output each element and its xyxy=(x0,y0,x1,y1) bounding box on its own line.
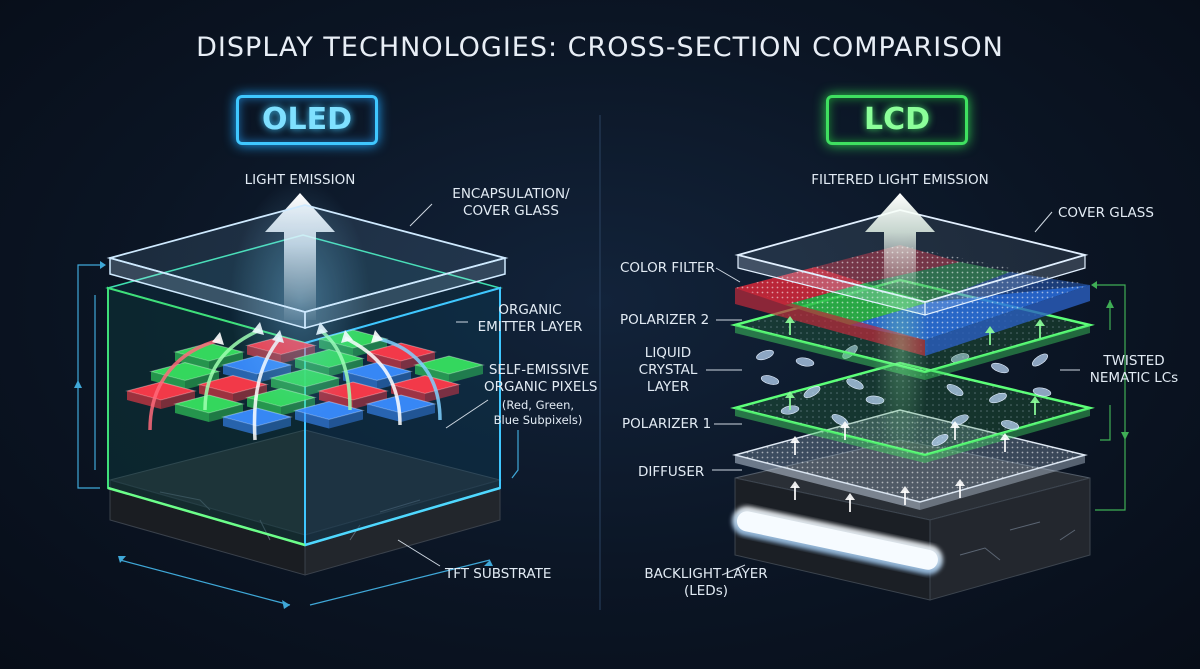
subpixel-side xyxy=(175,404,209,422)
up-arrow-head xyxy=(790,481,800,488)
subpixel-side xyxy=(161,391,195,409)
subpixel-red xyxy=(389,374,461,403)
subpixel-side xyxy=(377,371,411,390)
subpixel-green xyxy=(413,355,485,383)
lcd-badge: LCD xyxy=(826,95,968,145)
lcd-leader-lines xyxy=(706,211,1080,576)
label-line: ORGANIC PIXELS xyxy=(484,379,598,395)
oled-organic-emitter-label: ORGANIC EMITTER LAYER xyxy=(470,302,590,336)
lcd-light-arrow xyxy=(865,193,935,290)
subpixel-side xyxy=(425,384,459,403)
subpixel-side xyxy=(151,371,185,390)
subpixel-side xyxy=(353,391,387,409)
oled-light-emission-label: LIGHT EMISSION xyxy=(244,172,356,188)
up-arrow-head xyxy=(840,421,850,428)
emission-curve xyxy=(148,338,221,431)
up-arrow-head xyxy=(900,486,910,493)
label-line: NEMATIC LCs xyxy=(1089,370,1179,386)
lcd-filtered-emission-label: FILTERED LIGHT EMISSION xyxy=(811,172,989,188)
up-arrow-head xyxy=(845,493,855,500)
label-line: TWISTED xyxy=(1103,353,1165,369)
oled-cover-glass xyxy=(106,204,509,329)
lcd-color-filter-label: COLOR FILTER xyxy=(620,260,715,276)
subpixel-blue xyxy=(221,407,293,435)
lcd-light-arrows xyxy=(785,316,1045,512)
liquid-crystal xyxy=(946,384,964,396)
subpixel-side xyxy=(257,417,291,435)
oled-light-arrow xyxy=(265,193,335,320)
label-line: (LEDs) xyxy=(683,583,728,599)
label-line: (Red, Green, xyxy=(501,398,575,412)
subpixel-green xyxy=(173,394,245,422)
up-arrow-head xyxy=(785,391,795,398)
lcd-dimension-lines xyxy=(1095,284,1126,511)
liquid-crystal xyxy=(1032,387,1052,397)
liquid-crystal xyxy=(756,349,774,361)
subpixel-side xyxy=(367,404,401,422)
label-line: Blue Subpixels) xyxy=(493,413,583,427)
label-line: EMITTER LAYER xyxy=(477,319,583,335)
up-arrow-head xyxy=(985,326,995,333)
label-line: SELF-EMISSIVE xyxy=(488,362,590,378)
oled-encapsulation-label: ENCAPSULATION/ COVER GLASS xyxy=(436,186,586,220)
oled-diagram xyxy=(74,180,519,609)
label-line: LIQUID xyxy=(644,345,692,361)
up-arrow-head xyxy=(1030,396,1040,403)
liquid-crystal xyxy=(846,378,864,390)
oled-badge: OLED xyxy=(236,95,378,145)
lcd-backlight-label: BACKLIGHT LAYER (LEDs) xyxy=(640,566,772,600)
liquid-crystal xyxy=(760,375,780,385)
up-arrow-head xyxy=(950,421,960,428)
lcd-dimension-arrowheads xyxy=(1091,281,1129,440)
emission-curve xyxy=(374,336,442,421)
label-line: ORGANIC xyxy=(498,302,562,318)
liquid-crystal xyxy=(1000,420,1020,430)
liquid-crystal xyxy=(795,357,815,367)
lcd-polarizer-2-label: POLARIZER 2 xyxy=(620,312,710,328)
curve-arrowhead xyxy=(371,330,383,343)
label-line: LAYER xyxy=(646,379,690,395)
page-title: DISPLAY TECHNOLOGIES: CROSS-SECTION COMP… xyxy=(196,32,1004,63)
lcd-cover-glass-label: COVER GLASS xyxy=(1058,205,1154,221)
oled-dimension-lines xyxy=(77,264,519,606)
oled-self-emissive-label: SELF-EMISSIVE ORGANIC PIXELS xyxy=(484,362,598,396)
up-arrow-head xyxy=(785,316,795,323)
liquid-crystal xyxy=(991,362,1009,374)
oled-subpixels-note: (Red, Green, Blue Subpixels) xyxy=(486,398,590,428)
lcd-diagram xyxy=(706,193,1129,601)
up-arrow-head xyxy=(1000,433,1010,440)
subpixel-side xyxy=(329,410,363,429)
subpixel-blue xyxy=(341,361,413,390)
liquid-crystal xyxy=(803,386,821,398)
label-line: BACKLIGHT LAYER xyxy=(644,566,768,582)
up-arrow-head xyxy=(955,479,965,486)
subpixel-side xyxy=(209,404,243,422)
liquid-crystal xyxy=(931,434,949,446)
subpixel-blue xyxy=(365,394,437,422)
subpixel-side xyxy=(223,417,257,435)
label-line: CRYSTAL xyxy=(638,362,698,378)
subpixel-side xyxy=(415,365,449,383)
label-line: COVER GLASS xyxy=(463,203,559,219)
oled-dimension-arrowheads xyxy=(74,261,493,609)
lcd-polarizer-1-label: POLARIZER 1 xyxy=(622,416,712,432)
lcd-diffuser-label: DIFFUSER xyxy=(638,464,705,480)
subpixel-side xyxy=(401,404,435,422)
subpixel-side xyxy=(449,365,483,383)
curve-arrowhead xyxy=(212,332,224,345)
lcd-liquid-crystal-label: LIQUID CRYSTAL LAYER xyxy=(628,345,708,396)
liquid-crystal xyxy=(1031,353,1049,367)
liquid-crystal xyxy=(989,392,1007,404)
up-arrow-head xyxy=(790,436,800,443)
oled-leader-lines xyxy=(397,203,489,567)
oled-tft-label: TFT SUBSTRATE xyxy=(445,566,552,582)
lcd-twisted-nematic-label: TWISTED NEMATIC LCs xyxy=(1082,353,1186,387)
subpixel-side xyxy=(391,384,425,403)
label-line: ENCAPSULATION/ xyxy=(452,186,570,202)
up-arrow-head xyxy=(1035,319,1045,326)
